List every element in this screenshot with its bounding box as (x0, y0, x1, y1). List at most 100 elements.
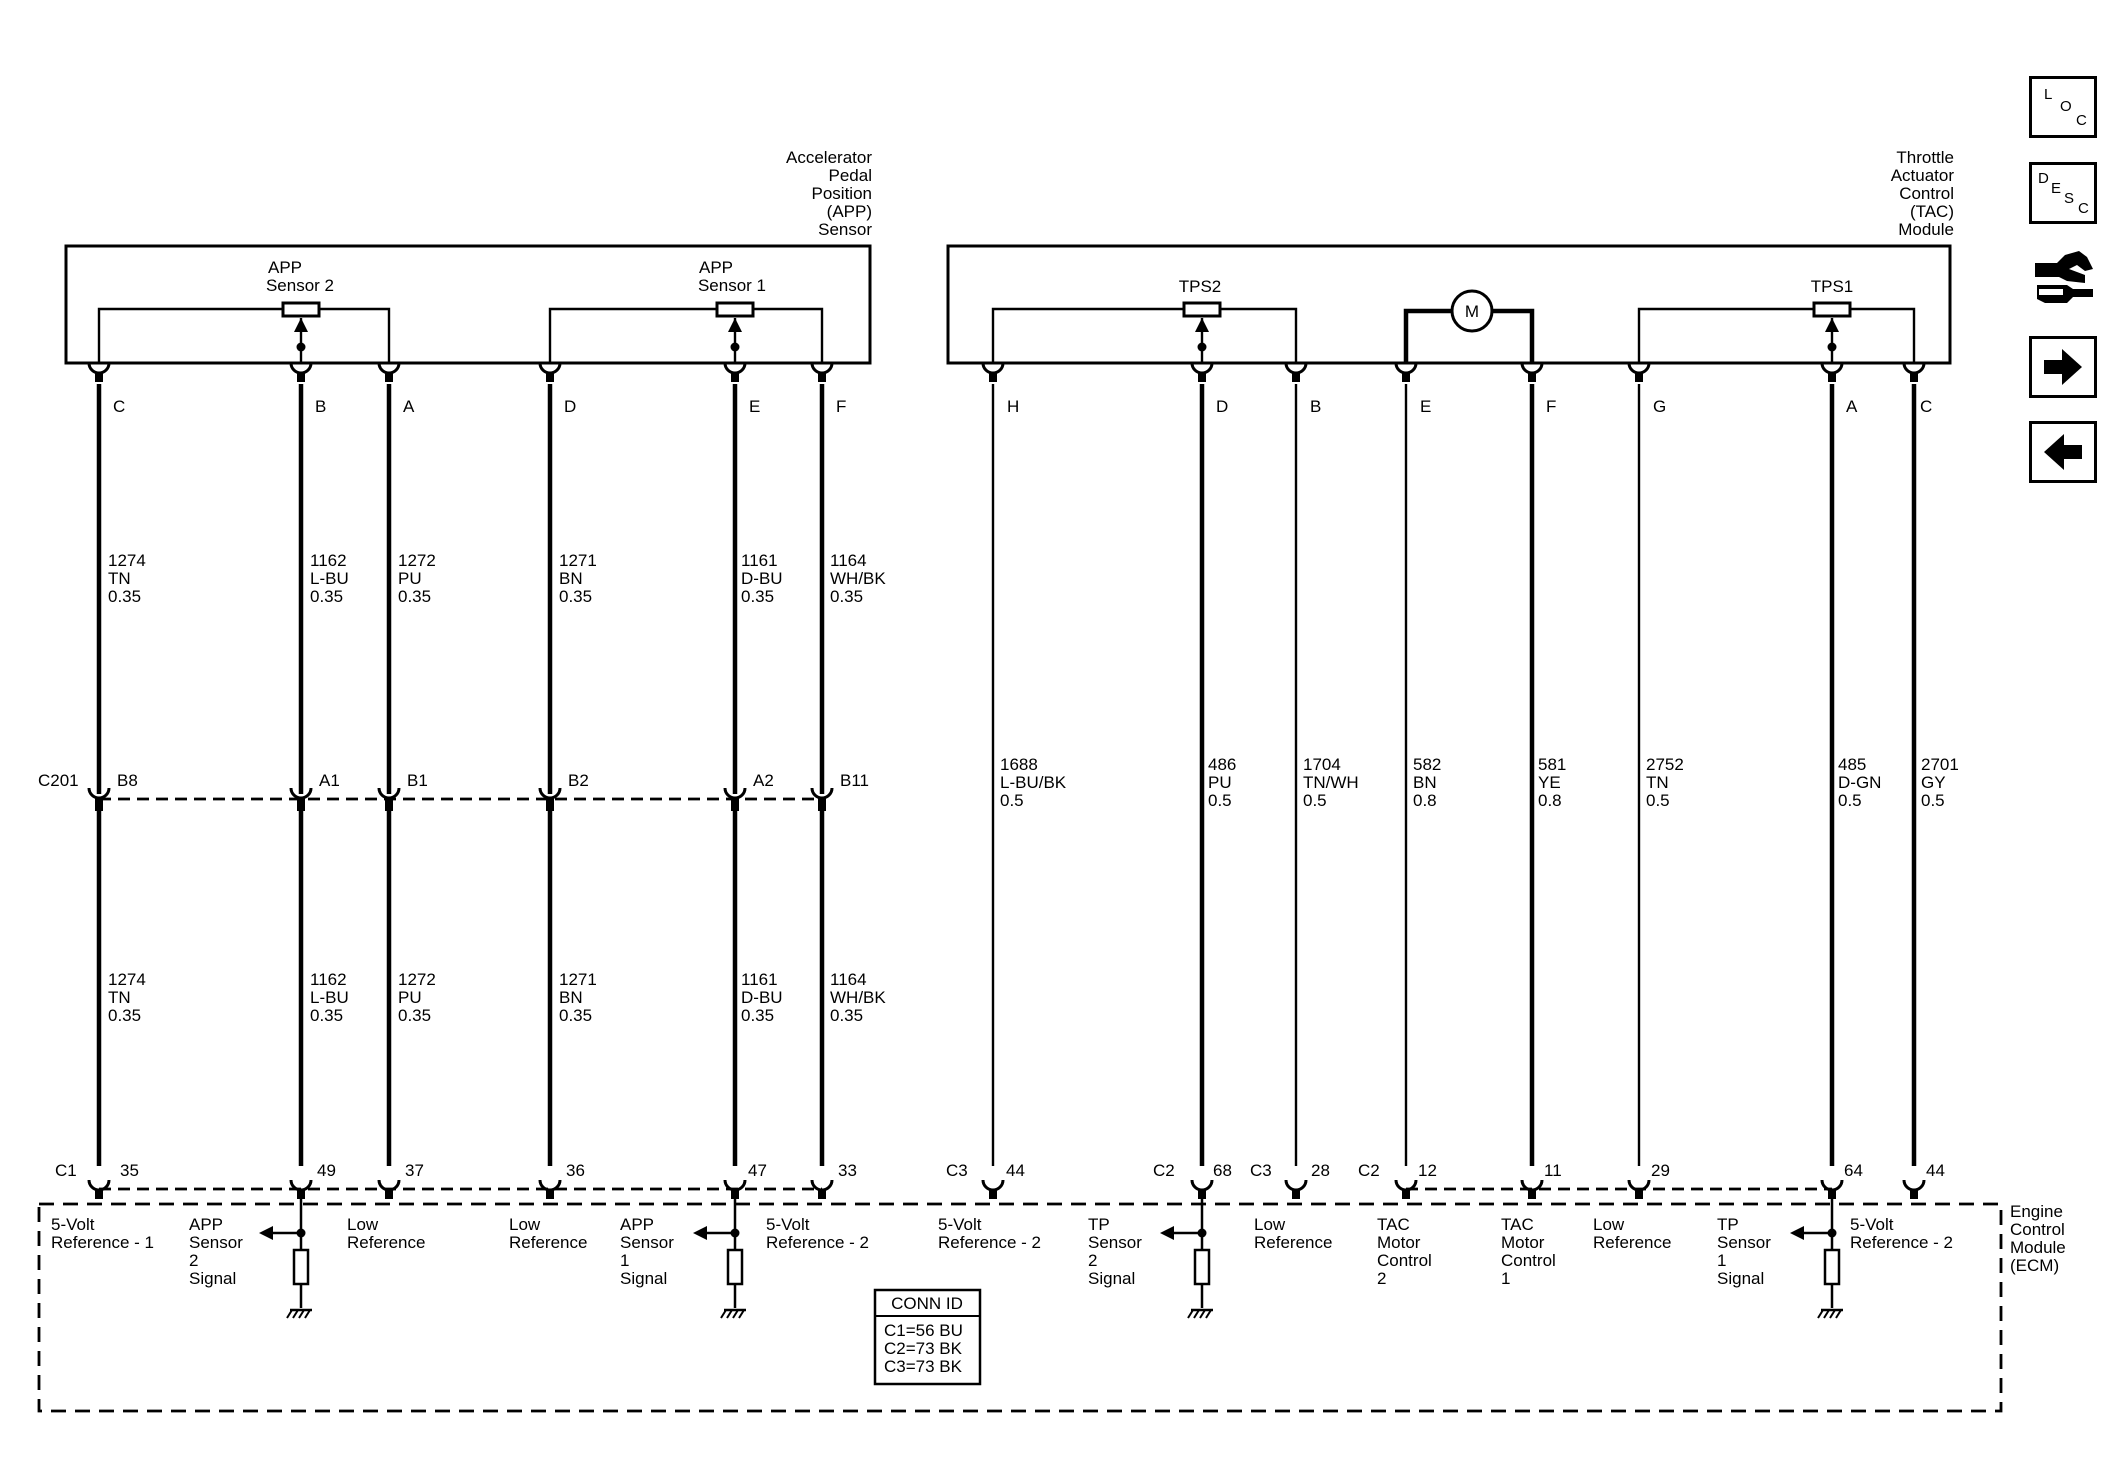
wire-label: 1162 (310, 970, 347, 989)
circuit-label: Reference - 2 (938, 1233, 1041, 1252)
app-sensor-2-label: Sensor 2 (266, 276, 334, 295)
ecm-pin: 29 (1651, 1161, 1670, 1180)
ground-icon-hatch (1829, 1309, 1836, 1319)
wire-label: 0.35 (108, 587, 141, 606)
ecm-terminal-pin (1292, 1190, 1300, 1199)
wire-label: TN (108, 569, 131, 588)
app-label-line: Sensor (818, 220, 872, 239)
pulldown-resistor (292, 1248, 310, 1286)
c201-mate-terminal (95, 801, 103, 811)
circuit-label: Signal (620, 1269, 667, 1288)
ecm-terminal-pin (1910, 1190, 1918, 1199)
circuit-label: TAC (1501, 1215, 1534, 1234)
previous-page-button[interactable] (2029, 421, 2097, 483)
app-pin: B (315, 397, 326, 416)
circuit-label: TP (1717, 1215, 1739, 1234)
ecm-terminal (538, 1179, 562, 1192)
circuit-label: Control (1501, 1251, 1556, 1270)
ecm-pin: 44 (1006, 1161, 1025, 1180)
wire-label: WH/BK (830, 569, 886, 588)
wire-label: 2752 (1646, 755, 1684, 774)
circuit-label: 1 (620, 1251, 629, 1270)
app-terminal-pin (95, 373, 103, 382)
ground-icon-hatch (726, 1309, 733, 1319)
c201-mate-terminal (546, 801, 554, 811)
wire-label: 0.35 (398, 587, 431, 606)
tac-module-label: Throttle Actuator Control (TAC) Module (1891, 148, 1955, 239)
wire-label: 1271 (559, 551, 597, 570)
tac-wire-labels: 1688 L-BU/BK 0.5 486 PU 0.5 1704 TN/WH 0… (1000, 755, 1959, 810)
circuit-label: Signal (1088, 1269, 1135, 1288)
ecm-signal-circuits (259, 1199, 1843, 1319)
circuit-label: Motor (1501, 1233, 1545, 1252)
app-label-line: Accelerator (786, 148, 872, 167)
ecm-pin-labels: C1 35 49 37 36 47 33 C3 44 C2 68 C3 28 C… (55, 1161, 1945, 1180)
app-sensor-1-label: Sensor 1 (698, 276, 766, 295)
c201-mate-terminal (297, 801, 305, 811)
wire-label: D-GN (1838, 773, 1881, 792)
wire-label: 1274 (108, 551, 146, 570)
c201-labels: C201 B8 A1 B1 B2 A2 B11 (38, 771, 869, 790)
wrench-hands-icon[interactable] (2027, 245, 2099, 317)
signal-arrow-head (1790, 1226, 1804, 1240)
wire-label: 1704 (1303, 755, 1341, 774)
wire-label: 1164 (830, 970, 867, 989)
ground-icon-hatch (304, 1309, 311, 1319)
wire-label: 0.35 (559, 1006, 592, 1025)
circuit-label: Sensor (189, 1233, 243, 1252)
app-sensor-box (64, 244, 872, 365)
app-terminal-pin (385, 373, 393, 382)
loc-button[interactable]: L O C (2029, 76, 2097, 138)
ground-icon-hatch (298, 1309, 305, 1319)
app-wires-upper (96, 384, 825, 794)
app-pin-labels: C B A D E F (113, 397, 846, 416)
app-pin: C (113, 397, 125, 416)
next-page-button[interactable] (2029, 336, 2097, 398)
circuit-label: 5-Volt (938, 1215, 982, 1234)
circuit-label: 1 (1501, 1269, 1510, 1288)
ecm-terminal-pin (1528, 1190, 1536, 1199)
ground-icon-hatch (1823, 1309, 1830, 1319)
desc-letter: C (2078, 200, 2089, 217)
ecm-terminal (810, 1179, 834, 1192)
c201-pin: A2 (753, 771, 774, 790)
ecm-terminal (723, 1179, 747, 1192)
wire-label: 0.35 (398, 1006, 431, 1025)
wire-label: BN (559, 569, 583, 588)
connector-terminals (87, 362, 1926, 1199)
desc-button[interactable]: D E S C (2029, 162, 2097, 224)
ecm-label-line: (ECM) (2010, 1256, 2059, 1275)
wire-label: YE (1538, 773, 1561, 792)
ecm-terminal-pin (1828, 1190, 1836, 1199)
ecm-connector-c3: C3 (1250, 1161, 1272, 1180)
circuit-label: Signal (1717, 1269, 1764, 1288)
wire-label: WH/BK (830, 988, 886, 1007)
ground-icon-hatch (1199, 1309, 1206, 1319)
wire-label: 0.35 (830, 587, 863, 606)
tac-terminal-pin (989, 373, 997, 382)
ground-icon-hatch (1187, 1309, 1194, 1319)
tac-terminal-pin (1635, 373, 1643, 382)
arrow-right-icon (2044, 349, 2082, 385)
ecm-terminal (87, 1179, 111, 1192)
wire-label: 0.8 (1413, 791, 1437, 810)
circuit-label: 5-Volt (51, 1215, 95, 1234)
conn-id-line: C2=73 BK (884, 1339, 963, 1358)
tps1-label: TPS1 (1811, 277, 1854, 296)
ecm-terminal-pin (818, 1190, 826, 1199)
ground-icon-hatch (1193, 1309, 1200, 1319)
app-terminal-pin (297, 373, 305, 382)
wire-label: 1688 (1000, 755, 1038, 774)
app-pin: F (836, 397, 846, 416)
circuit-label: Low (1593, 1215, 1625, 1234)
ecm-pin: 12 (1418, 1161, 1437, 1180)
signal-arrow-head (1160, 1226, 1174, 1240)
wire-label: 1161 (741, 551, 778, 570)
app-pin: A (403, 397, 415, 416)
tac-label-line: Throttle (1896, 148, 1954, 167)
circuit-label: Reference (347, 1233, 425, 1252)
desc-letter: S (2064, 190, 2075, 207)
wire-label: PU (398, 569, 422, 588)
circuit-label: 2 (1377, 1269, 1386, 1288)
tac-pin-labels: H D B E F G A C (1007, 397, 1932, 416)
